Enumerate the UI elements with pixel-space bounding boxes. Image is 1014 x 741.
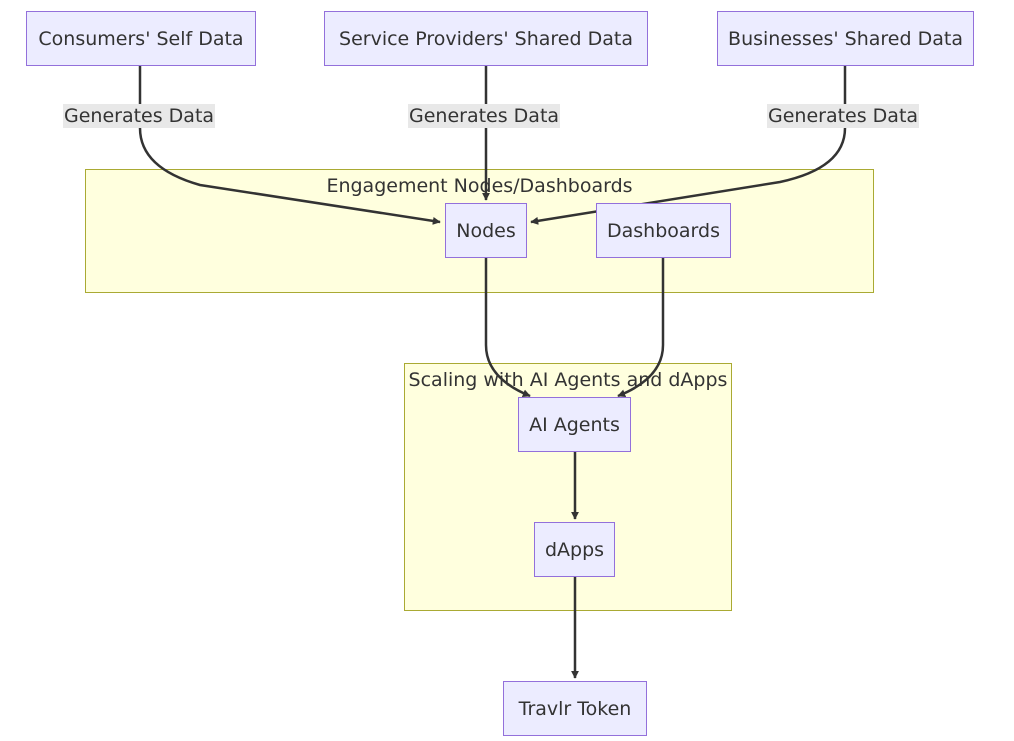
- edge-businesses-to-nodes: [530, 66, 847, 225]
- node-token-label: Travlr Token: [518, 697, 632, 720]
- node-dapps-label: dApps: [544, 538, 605, 561]
- edge-label-providers: Generates Data: [408, 104, 561, 128]
- node-businesses-label: Businesses' Shared Data: [728, 27, 963, 50]
- node-consumers-self-data[interactable]: Consumers' Self Data: [26, 11, 256, 66]
- node-nodes[interactable]: Nodes: [445, 203, 527, 258]
- edge-label-consumers: Generates Data: [63, 104, 216, 128]
- cluster-scaling-title: Scaling with AI Agents and dApps: [408, 369, 728, 391]
- cluster-engagement-title: Engagement Nodes/Dashboards: [326, 175, 633, 197]
- node-consumers-label: Consumers' Self Data: [38, 27, 244, 50]
- node-providers-label: Service Providers' Shared Data: [339, 27, 633, 50]
- node-ai-agents[interactable]: AI Agents: [518, 397, 631, 452]
- cluster-engagement: Engagement Nodes/Dashboards: [85, 169, 874, 293]
- node-travlr-token[interactable]: Travlr Token: [503, 681, 647, 736]
- edge-label-businesses: Generates Data: [767, 104, 920, 128]
- node-service-providers-shared-data[interactable]: Service Providers' Shared Data: [324, 11, 648, 66]
- node-dashboards[interactable]: Dashboards: [596, 203, 731, 258]
- node-businesses-shared-data[interactable]: Businesses' Shared Data: [717, 11, 974, 66]
- edge-consumers-to-nodes: [138, 66, 441, 225]
- node-dapps[interactable]: dApps: [534, 522, 615, 577]
- node-ai-agents-label: AI Agents: [529, 413, 620, 436]
- node-dashboards-label: Dashboards: [607, 219, 720, 242]
- edge-dashboards-to-ai-agents: [617, 258, 665, 398]
- node-nodes-label: Nodes: [456, 219, 516, 242]
- edge-nodes-to-ai-agents: [484, 258, 531, 398]
